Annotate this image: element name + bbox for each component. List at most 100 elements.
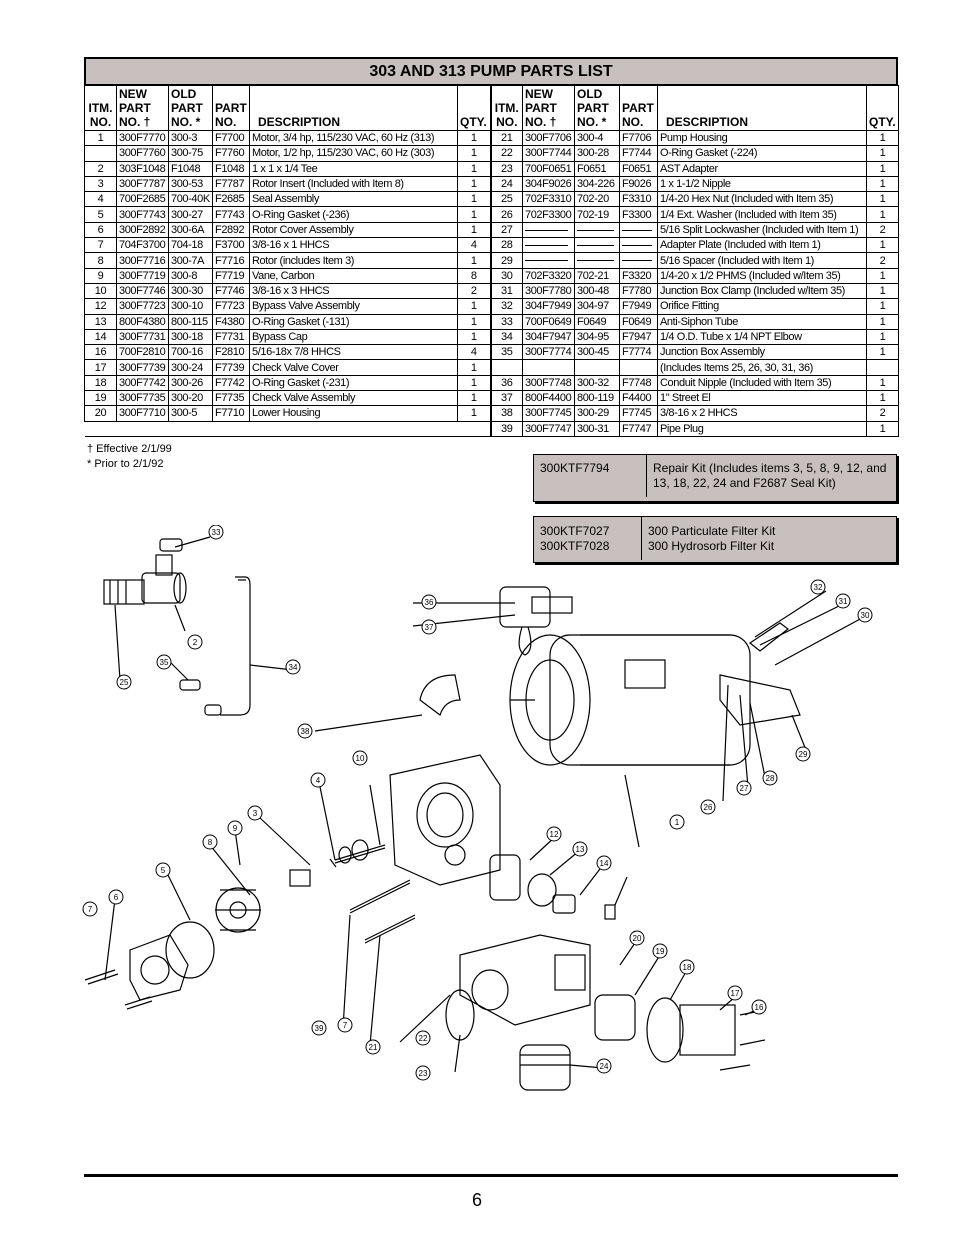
cell-new — [522, 252, 575, 269]
svg-text:5: 5 — [161, 866, 166, 875]
parts-table: ITM. NO. NEW PART NO. † OLD PART NO. * P… — [84, 85, 899, 437]
cell-itm: 30 — [489, 267, 523, 284]
cell-old: 300-30 — [168, 282, 213, 299]
blank-dash — [622, 260, 653, 262]
svg-text:30: 30 — [861, 611, 870, 620]
lower-housing-drawing — [459, 934, 591, 1026]
svg-text:29: 29 — [799, 750, 808, 759]
pump-housing-drawing — [389, 754, 501, 886]
cell-part: F7743 — [212, 206, 250, 223]
cell-desc: Bypass Cap — [249, 328, 458, 345]
ast-adapter-drawing — [519, 1044, 571, 1091]
cell-desc: 3/8-16 x 2 HHCS — [657, 405, 867, 422]
empty-cell — [457, 420, 491, 437]
callout-10: 10 — [352, 750, 368, 766]
cell-old: 800-119 — [574, 390, 620, 406]
cell-new: 700F0649 — [522, 313, 575, 330]
cell-itm: 4 — [84, 191, 117, 207]
cell-part: F7747 — [619, 420, 658, 437]
cell-old: 700-16 — [168, 344, 213, 360]
cell-qty: 1 — [457, 191, 491, 207]
cell-part: F7710 — [212, 405, 250, 422]
cell-desc: 1 x 1 x 1/4 Tee — [249, 160, 458, 177]
junction-clamp-drawing — [748, 622, 789, 652]
cell-part: F7787 — [212, 175, 250, 192]
cell-old: 300-3 — [168, 129, 213, 146]
blank-dash — [525, 260, 569, 262]
cell-itm: 19 — [84, 390, 117, 406]
footnote-prior: * Prior to 2/1/92 — [87, 458, 164, 470]
cell-old: 300-5 — [168, 405, 213, 422]
cell-new: 300F2892 — [116, 221, 169, 238]
cell-old — [574, 237, 620, 253]
svg-text:20: 20 — [633, 934, 642, 943]
callout-1: 1 — [669, 814, 685, 830]
cell-part: F2892 — [212, 221, 250, 238]
cell-desc: O-Ring Gasket (-224) — [657, 145, 867, 162]
cell-part: F7744 — [619, 145, 658, 162]
cell-desc: Rotor Insert (Included with Item 8) — [249, 175, 458, 192]
cell-part: F7760 — [212, 145, 250, 162]
cell-new: 300F7780 — [522, 282, 575, 299]
cell-new: 800F4380 — [116, 313, 169, 330]
cell-itm: 12 — [84, 298, 117, 315]
callout-labels: 1234567789101213141617181920212223242526… — [82, 525, 873, 1081]
cell-qty: 2 — [866, 252, 899, 269]
cell-desc: O-Ring Gasket (-236) — [249, 206, 458, 223]
cell-qty: 1 — [457, 328, 491, 345]
cell-qty: 1 — [457, 221, 491, 238]
cell-old: 300-24 — [168, 359, 213, 376]
svg-text:34: 34 — [289, 663, 298, 672]
cell-new: 300F7731 — [116, 328, 169, 345]
cell-part: F7742 — [212, 374, 250, 391]
cell-old: F0651 — [574, 160, 620, 177]
callout-13: 13 — [572, 841, 588, 857]
cell-part: F3320 — [619, 267, 658, 284]
svg-text:16: 16 — [755, 1003, 764, 1012]
cell-old: 300-10 — [168, 298, 213, 315]
header-qty: QTY. — [457, 85, 491, 131]
cell-desc: 1/4 O.D. Tube x 1/4 NPT Elbow — [657, 328, 867, 345]
cell-itm: 33 — [489, 313, 523, 330]
footnotes: † Effective 2/1/99 * Prior to 2/1/92 — [87, 442, 172, 472]
cell-qty: 1 — [457, 374, 491, 391]
cell-desc: Motor, 3/4 hp, 115/230 VAC, 60 Hz (313) — [249, 129, 458, 146]
cell-itm: 34 — [489, 328, 523, 345]
cell-qty: 1 — [866, 160, 899, 177]
cell-part: F7947 — [619, 328, 658, 345]
cell-part: F7731 — [212, 328, 250, 345]
callout-9: 9 — [227, 820, 243, 836]
cell-qty: 1 — [866, 328, 899, 345]
svg-text:13: 13 — [576, 845, 585, 854]
callout-28: 28 — [762, 770, 778, 786]
rotor-drawing — [215, 887, 261, 933]
cell-qty: 1 — [866, 129, 899, 146]
cell-part: F7700 — [212, 129, 250, 146]
cell-qty: 1 — [457, 252, 491, 269]
callout-26: 26 — [700, 799, 716, 815]
cell-qty: 2 — [457, 282, 491, 299]
cell-new — [522, 237, 575, 253]
svg-text:39: 39 — [315, 1024, 324, 1033]
cell-desc: Anti-Siphon Tube — [657, 313, 867, 330]
callout-12: 12 — [546, 826, 562, 842]
header-itm-no: ITM. NO. — [489, 85, 523, 131]
cell-new: 300F7774 — [522, 344, 575, 360]
empty-cell — [84, 420, 117, 437]
empty-cell — [116, 420, 169, 437]
cell-desc: O-Ring Gasket (-131) — [249, 313, 458, 330]
cell-new: 300F7744 — [522, 145, 575, 162]
cell-part: F7735 — [212, 390, 250, 406]
cell-new: 300F7710 — [116, 405, 169, 422]
cell-qty: 1 — [866, 420, 899, 437]
cell-itm: 38 — [489, 405, 523, 422]
cell-part: F0649 — [619, 313, 658, 330]
cell-part: F7780 — [619, 282, 658, 299]
cell-itm: 35 — [489, 344, 523, 360]
